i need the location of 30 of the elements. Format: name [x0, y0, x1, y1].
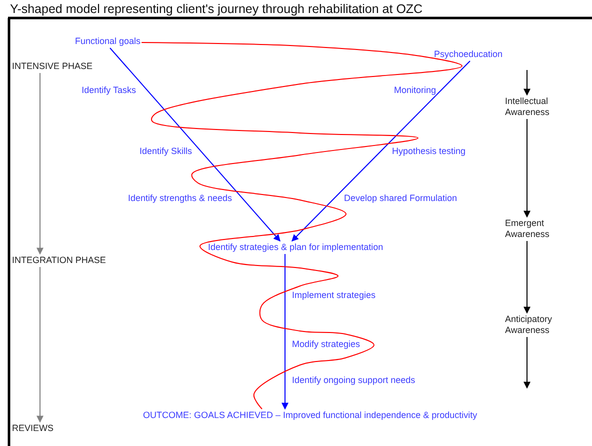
step-label: Identify strengths & needs — [128, 193, 232, 204]
node-label: Psychoeducation — [434, 49, 503, 60]
node-label: OUTCOME: GOALS ACHIEVED – Improved functional independence & productivity — [143, 410, 478, 421]
arrow — [282, 254, 288, 410]
step-label: Identify Skills — [139, 146, 192, 157]
node-label: Anticipatory Awareness — [505, 314, 575, 336]
arrow — [524, 70, 530, 96]
step-label: Monitoring — [394, 85, 436, 96]
arrow — [524, 336, 530, 389]
arrow — [524, 118, 530, 218]
arrow — [110, 48, 280, 242]
step-label: Hypothesis testing — [392, 146, 466, 157]
arrow — [36, 72, 44, 255]
step-label: Identify ongoing support needs — [292, 375, 416, 386]
spiral-line — [141, 42, 462, 410]
node-label: Identify strategies & plan for implementation — [208, 242, 384, 253]
arrow — [36, 266, 44, 423]
arrow — [292, 60, 470, 242]
step-label: Modify strategies — [292, 339, 360, 350]
node-label: Functional goals — [75, 36, 141, 47]
node-label: INTEGRATION PHASE — [12, 255, 106, 266]
step-label: Identify Tasks — [82, 85, 136, 96]
node-label: INTENSIVE PHASE — [12, 61, 93, 72]
arrow — [524, 240, 530, 314]
step-label: Implement strategies — [292, 290, 376, 301]
node-label: Intellectual Awareness — [505, 96, 575, 118]
diagram-title: Y-shaped model representing client's journey through rehabilitation at OZC — [10, 2, 423, 16]
node-label: REVIEWS — [12, 423, 54, 434]
node-label: Emergent Awareness — [505, 218, 575, 240]
step-label: Develop shared Formulation — [344, 193, 458, 204]
